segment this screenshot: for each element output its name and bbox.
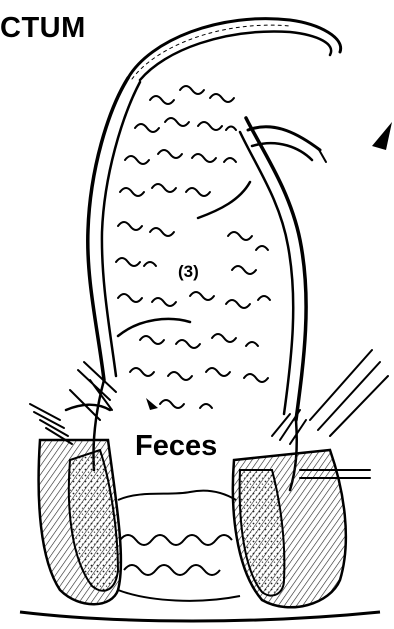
anal-sphincter-right <box>233 450 346 607</box>
arrow-icon <box>372 122 392 150</box>
diagram-title: CTUM <box>0 12 86 45</box>
anal-sphincter-left <box>39 440 121 604</box>
region-number-label: (3) <box>178 262 199 282</box>
base-line <box>20 612 380 621</box>
rectal-wall <box>88 78 306 490</box>
pointer-icon <box>146 398 158 410</box>
fecal-content <box>116 86 270 408</box>
sigmoid-colon-loop <box>128 19 341 80</box>
anal-canal <box>118 491 240 601</box>
feces-label: Feces <box>131 430 221 463</box>
